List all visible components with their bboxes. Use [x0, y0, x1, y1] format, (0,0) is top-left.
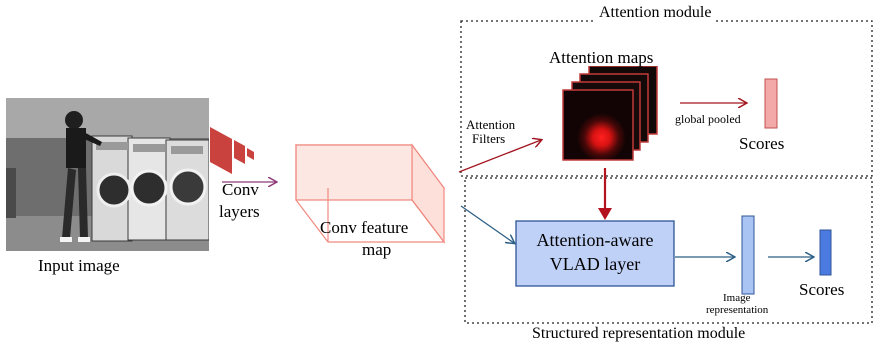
attention-filters-label-2: Filters [472, 131, 506, 146]
map-label: map [362, 240, 392, 259]
structured-scores-label: Scores [799, 280, 845, 299]
structured-module-title: Structured representation module [532, 325, 746, 342]
vlad-layer-label-2: VLAD layer [549, 254, 641, 274]
vlad-layer-box [515, 220, 675, 287]
image-representation-label-1: Image [723, 292, 751, 304]
arrow-to-attention [458, 140, 541, 173]
attention-maps-label: Attention maps [549, 48, 654, 67]
attention-filters-label-1: Attention [466, 117, 516, 132]
structured-scores-bar [819, 229, 832, 276]
conv-feature-label: Conv feature [320, 218, 409, 237]
conv-label: Conv [222, 180, 259, 199]
structured-module-box [464, 177, 873, 324]
image-representation-bar [741, 215, 755, 295]
attention-module-box [460, 20, 873, 177]
attention-scores-label: Scores [739, 134, 785, 153]
layers-label: layers [219, 202, 260, 221]
global-pooled-label: global pooled [675, 112, 741, 126]
conv-feature-map-box [294, 143, 446, 244]
arrow-to-vlad [460, 205, 514, 243]
attention-module-title: Attention module [596, 4, 715, 22]
vlad-layer-label-1: Attention-aware [536, 230, 654, 250]
input-image [6, 98, 209, 251]
attention-maps-stack [562, 66, 658, 161]
conv-layers-icon [210, 127, 254, 174]
image-representation-label-2: representation [706, 304, 769, 316]
attention-scores-bar [764, 78, 778, 129]
input-image-label: Input image [38, 256, 120, 275]
